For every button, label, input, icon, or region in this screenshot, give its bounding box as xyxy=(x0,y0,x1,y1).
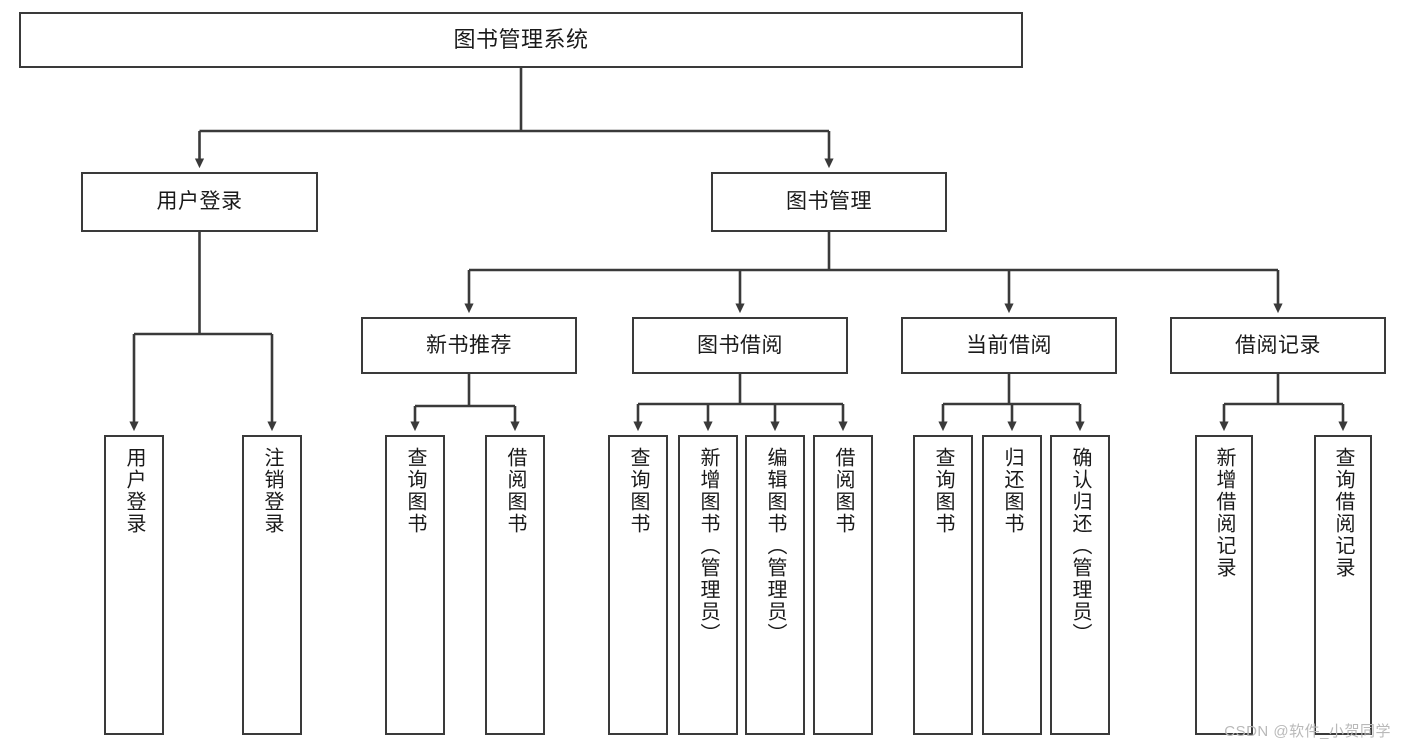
node-leaf-return-book[interactable]: 归还图书 xyxy=(982,435,1042,735)
node-leaf-user-login[interactable]: 用户登录 xyxy=(104,435,164,735)
node-label: 查询借阅记录 xyxy=(1332,447,1354,579)
node-label: 归还图书 xyxy=(1001,447,1023,535)
node-leaf-add-record[interactable]: 新增借阅记录 xyxy=(1195,435,1253,735)
node-label: 借阅图书 xyxy=(832,447,854,535)
node-leaf-query-record[interactable]: 查询借阅记录 xyxy=(1314,435,1372,735)
node-current-borrow[interactable]: 当前借阅 xyxy=(901,317,1117,374)
node-label: 注销登录 xyxy=(261,447,283,535)
node-label: 新书推荐 xyxy=(426,333,512,357)
node-borrow-record[interactable]: 借阅记录 xyxy=(1170,317,1386,374)
node-leaf-query-book-2[interactable]: 查询图书 xyxy=(608,435,668,735)
node-leaf-logout[interactable]: 注销登录 xyxy=(242,435,302,735)
node-new-book-rec[interactable]: 新书推荐 xyxy=(361,317,577,374)
node-label: 图书借阅 xyxy=(697,333,783,357)
node-label: 图书管理 xyxy=(786,190,872,214)
node-label: 查询图书 xyxy=(627,447,649,535)
node-label: 新增借阅记录 xyxy=(1213,447,1235,579)
node-label: 确认归还（管理员） xyxy=(1069,447,1091,645)
node-user-login[interactable]: 用户登录 xyxy=(81,172,318,232)
node-leaf-confirm-return[interactable]: 确认归还（管理员） xyxy=(1050,435,1110,735)
node-label: 借阅图书 xyxy=(504,447,526,535)
node-label: 用户登录 xyxy=(156,190,243,214)
node-leaf-add-book[interactable]: 新增图书（管理员） xyxy=(678,435,738,735)
node-label: 新增图书（管理员） xyxy=(697,447,719,645)
node-leaf-borrow-book-2[interactable]: 借阅图书 xyxy=(813,435,873,735)
node-leaf-query-book-3[interactable]: 查询图书 xyxy=(913,435,973,735)
node-book-borrow[interactable]: 图书借阅 xyxy=(632,317,848,374)
node-leaf-query-book-1[interactable]: 查询图书 xyxy=(385,435,445,735)
node-label: 当前借阅 xyxy=(966,333,1052,357)
node-label: 用户登录 xyxy=(123,447,145,535)
node-book-manage[interactable]: 图书管理 xyxy=(711,172,947,232)
node-leaf-edit-book[interactable]: 编辑图书（管理员） xyxy=(745,435,805,735)
node-label: 编辑图书（管理员） xyxy=(764,447,786,645)
node-root-system[interactable]: 图书管理系统 xyxy=(19,12,1023,68)
node-leaf-borrow-book-1[interactable]: 借阅图书 xyxy=(485,435,545,735)
node-label: 查询图书 xyxy=(404,447,426,535)
node-label: 图书管理系统 xyxy=(453,26,589,52)
node-label: 借阅记录 xyxy=(1235,333,1321,357)
watermark-text: CSDN @软件_小贺同学 xyxy=(1224,723,1391,740)
node-label: 查询图书 xyxy=(932,447,954,535)
